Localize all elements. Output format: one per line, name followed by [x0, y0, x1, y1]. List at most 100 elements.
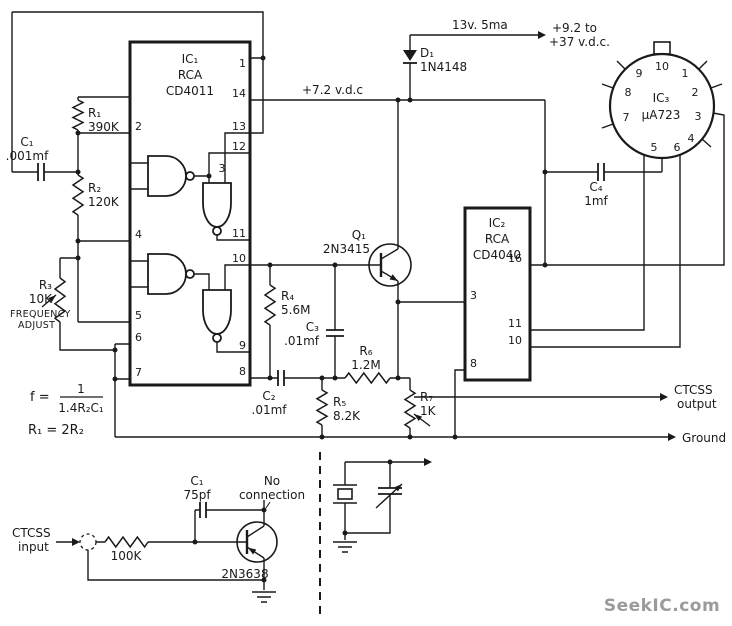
ground-arrow [668, 433, 676, 441]
nand-gate-2-bubble [212, 226, 222, 236]
resistor-100k [104, 535, 149, 549]
label-no-connection-1: No [264, 474, 280, 488]
ic2-box [463, 206, 532, 382]
ic2-part: CD4040 [473, 248, 521, 262]
crystal-symbol [333, 484, 357, 504]
ic3-pin-2: 2 [692, 86, 699, 99]
ic3-pin-4: 4 [688, 132, 695, 145]
resistor-r4 [263, 284, 277, 326]
junction-dot [112, 347, 118, 353]
ic1-nand-gates [130, 132, 250, 353]
label-r6-ref: R₆ [359, 344, 372, 358]
ic2-pin-11: 11 [508, 317, 522, 330]
q2-emitter-arrow [248, 547, 257, 555]
junction-dot [261, 507, 267, 513]
nand-gate-1-body [147, 155, 187, 197]
ic1-pin-10: 10 [232, 252, 246, 265]
junction-dot [542, 262, 548, 268]
ground-symbol-emitter [252, 591, 276, 603]
q1-collector [380, 248, 399, 260]
ic1-pin-9: 9 [239, 339, 246, 352]
junction-dot [206, 173, 212, 179]
r3-wiper-arrow-head [48, 295, 56, 303]
wires-left-frame [11, 11, 264, 437]
label-q1-ref: Q₁ [352, 228, 366, 242]
ic1-pin-13: 13 [232, 120, 246, 133]
label-r3-ref: R₃ [39, 278, 52, 292]
q2-circle [236, 521, 278, 563]
junction-dot [332, 262, 338, 268]
q1-circle [368, 243, 412, 287]
label-c1-osc-ref: C₁ [20, 135, 33, 149]
capacitor-c4 [597, 163, 605, 181]
label-r1-value: 390K [88, 120, 120, 134]
label-r5-ref: R₅ [333, 395, 346, 409]
formula-f-denominator: 1.4R₂C₁ [58, 401, 104, 415]
r7-wiper-arrow-head [414, 414, 423, 421]
junction-dot [112, 376, 118, 382]
ic2-pin-8: 8 [470, 357, 477, 370]
label-r7-value: 1K [420, 404, 437, 418]
formula-f-numerator: 1 [77, 382, 85, 396]
ic3-ref: IC₃ [653, 91, 670, 105]
label-ground: Ground [682, 431, 726, 445]
junction-dot [342, 530, 348, 536]
ic3-pin-3: 3 [695, 110, 702, 123]
junction-dot [267, 262, 273, 268]
label-c4-ref: C₄ [589, 180, 602, 194]
label-input-1: CTCSS [12, 526, 51, 540]
no-connection-pointer [265, 501, 271, 509]
junction-dot [395, 375, 401, 381]
label-100k: 100K [111, 549, 143, 563]
ic3-top-tab [653, 41, 671, 55]
wires-bottom-section [56, 461, 424, 590]
label-r5-value: 8.2K [333, 409, 361, 423]
junction-dot [319, 434, 325, 440]
label-c3-value: .01mf [284, 334, 320, 348]
ic1-part: CD4011 [166, 84, 214, 98]
junction-dots [75, 55, 548, 583]
crystal-line-arrow [424, 458, 432, 466]
ic3-pin-7: 7 [623, 111, 630, 124]
ic3-pin-6: 6 [674, 141, 681, 154]
label-supply-1: +9.2 to [552, 21, 597, 35]
resistor-r1 [71, 99, 85, 131]
junction-dot [387, 459, 393, 465]
resistors [53, 99, 417, 549]
label-d1-value: 1N4148 [420, 60, 467, 74]
ic2-pin-3: 3 [470, 289, 477, 302]
ic1-pin-5: 5 [135, 309, 142, 322]
junction-dot [332, 375, 338, 381]
ic1-pin-7: 7 [135, 366, 142, 379]
junction-dot [75, 255, 81, 261]
ic1-pin-8: 8 [239, 365, 246, 378]
crystal-plates [333, 484, 357, 504]
ic3-pin-5: 5 [651, 141, 658, 154]
ic3-pin-9: 9 [636, 67, 643, 80]
label-r4-value: 5.6M [281, 303, 310, 317]
wire-network [11, 11, 725, 590]
ic1-box [128, 40, 252, 387]
nand-gate-4-bubble [212, 333, 222, 343]
label-rail: +7.2 v.d.c [302, 83, 363, 97]
label-r3-note1: FREQUENCY [10, 309, 71, 320]
label-supply-2: +37 v.d.c. [549, 35, 610, 49]
resistor-r2 [71, 174, 85, 216]
watermark: SeekIC.com [604, 596, 720, 616]
capacitor-c3 [326, 329, 344, 337]
ic1-pin-2: 2 [135, 120, 142, 133]
junction-dot [260, 55, 266, 61]
input-connector [79, 533, 97, 551]
ic1-ref: IC₁ [182, 52, 199, 66]
ic2-pin-10: 10 [508, 334, 522, 347]
ic3-pin-1: 1 [682, 67, 689, 80]
ctcss-input-arrow [72, 538, 80, 546]
label-no-connection-2: connection [239, 488, 305, 502]
ic2-ref: IC₂ [489, 216, 506, 230]
ic1-pin-11: 11 [232, 227, 246, 240]
junction-dot [452, 434, 458, 440]
junction-dot [267, 375, 273, 381]
capacitors [37, 163, 605, 518]
